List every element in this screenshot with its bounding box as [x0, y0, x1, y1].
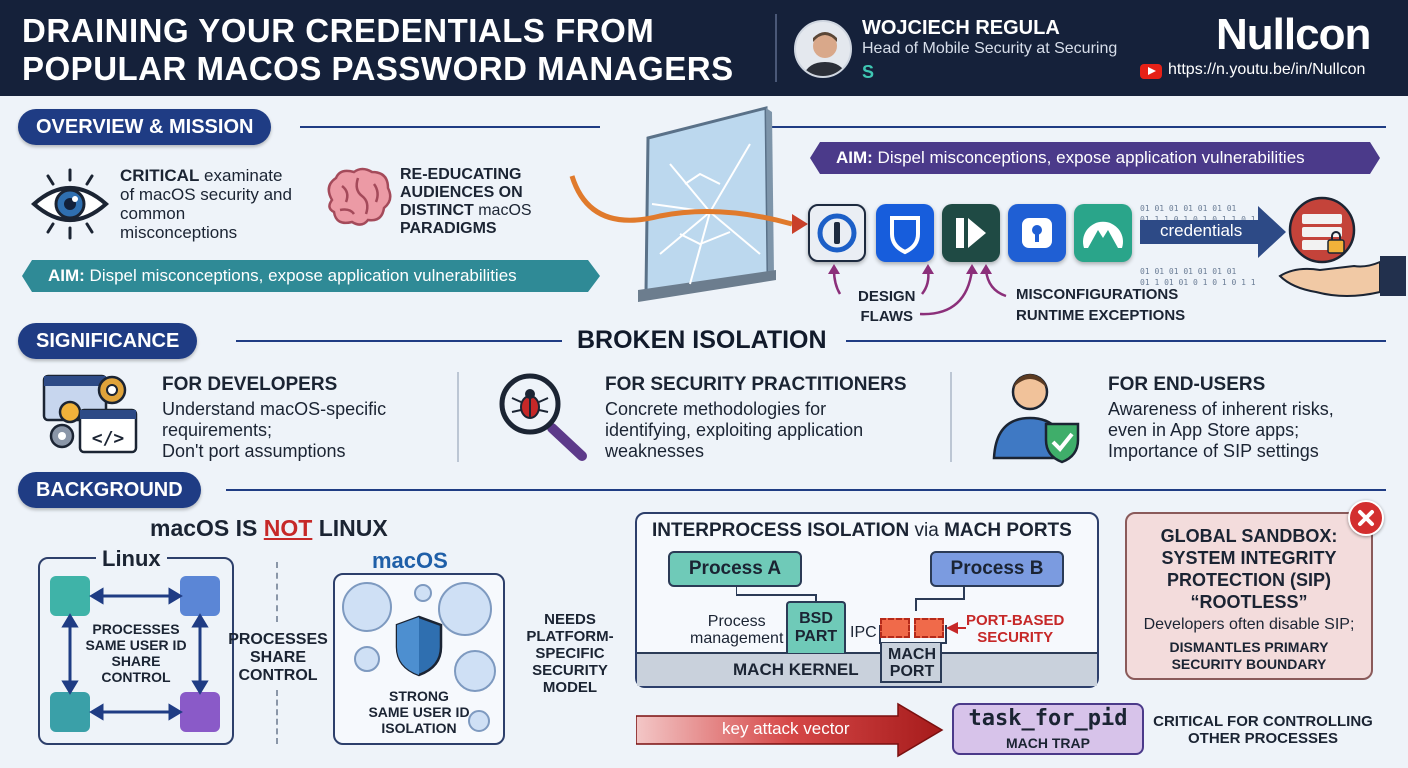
port-based-security-label: PORT-BASED SECURITY [966, 612, 1065, 646]
credentials-arrow-shape [1140, 206, 1286, 258]
critical-examination-text: CRITICAL examinate of macOS security and… [120, 166, 292, 242]
port-block-right [914, 618, 944, 638]
design-flaws-label: DESIGN FLAWS [858, 288, 916, 325]
linux-process-square [50, 692, 90, 732]
port-block-left [880, 618, 910, 638]
securing-logo-icon: S [862, 62, 875, 82]
linux-share-arrows [61, 587, 209, 721]
credentials-label: credentials [1160, 221, 1243, 240]
process-b-box: Process B [930, 551, 1064, 587]
critical-control-text: CRITICAL FOR CONTROLLING OTHER PROCESSES [1153, 713, 1373, 747]
section-heading-background: BACKGROUND [18, 472, 201, 508]
significance-col-practitioners: FOR SECURITY PRACTITIONERS Concrete meth… [605, 374, 945, 462]
speaker-name: WOJCIECH REGULA [862, 17, 1060, 39]
linux-process-square [50, 576, 90, 616]
section-rule [300, 126, 600, 128]
dashed-divider [276, 690, 278, 744]
mach-kernel-label: MACH KERNEL [733, 660, 859, 679]
bitwarden-app-icon [876, 204, 934, 262]
section-rule [236, 340, 562, 342]
section-rule [226, 489, 1386, 491]
section-rule [770, 126, 1386, 128]
sip-title: GLOBAL SANDBOX: SYSTEM INTEGRITY PROTECT… [1160, 526, 1338, 612]
column-divider [950, 372, 952, 462]
macos-label: macOS [372, 548, 448, 573]
misconfigurations-label: MISCONFIGURATIONS [1016, 286, 1179, 303]
nullcon-logo: Nullcon [1216, 10, 1371, 59]
keeper-app-icon [1008, 204, 1066, 262]
significance-col-endusers: FOR END-USERS Awareness of inherent risk… [1108, 374, 1398, 462]
onepassword-app-icon [808, 204, 866, 262]
magnifier-bug-icon [499, 373, 587, 461]
practitioners-title: FOR SECURITY PRACTITIONERS [605, 374, 907, 395]
developer-code-icon: </> [42, 374, 138, 454]
ipc-title: INTERPROCESS ISOLATION via MACH PORTS [652, 520, 1072, 541]
youtube-icon [1140, 64, 1162, 79]
developers-title: FOR DEVELOPERS [162, 374, 338, 395]
mach-port-label: MACH PORT [888, 646, 936, 680]
macos-not-linux-title: macOS IS NOT LINUX [150, 515, 388, 541]
avatar [794, 20, 852, 78]
linux-process-square [180, 576, 220, 616]
endusers-title: FOR END-USERS [1108, 374, 1266, 395]
linux-center-text: PROCESSES SAME USER ID SHARE CONTROL [85, 621, 187, 685]
nordpass-app-icon [1074, 204, 1132, 262]
section-heading-overview: OVERVIEW & MISSION [18, 109, 272, 145]
speaker-portrait-icon [803, 32, 847, 76]
broken-glass-pane-icon [569, 106, 808, 302]
speaker-role: Head of Mobile Security at Securing [862, 40, 1118, 57]
section-heading-significance: SIGNIFICANCE [18, 323, 198, 359]
eye-icon [30, 168, 110, 240]
broken-isolation-title: BROKEN ISOLATION [577, 326, 827, 354]
mach-trap-label: MACH TRAP [1006, 735, 1090, 751]
linux-process-square [180, 692, 220, 732]
runtime-exceptions-label: RUNTIME EXCEPTIONS [1016, 307, 1186, 324]
process-management-label: Process management [690, 613, 784, 647]
ipc-label: IPC [850, 624, 877, 641]
task-for-pid-box [952, 703, 1144, 755]
title-line-1: DRAINING YOUR CREDENTIALS FROM [22, 12, 655, 49]
isolation-bubbles [342, 582, 496, 732]
processes-share-control: PROCESSES SHARE CONTROL [228, 631, 328, 684]
sip-note: Developers often disable SIP; [1143, 616, 1355, 633]
brain-icon [327, 167, 392, 226]
svg-text:</>: </> [92, 428, 125, 449]
title-line-2: POPULAR MACOS PASSWORD MANAGERS [22, 50, 734, 87]
needs-security-model: NEEDS PLATFORM- SPECIFIC SECURITY MODEL [526, 611, 614, 696]
aim-banner-left: AIM: Dispel misconceptions, expose appli… [48, 266, 517, 285]
mach-kernel-bar [637, 652, 1097, 686]
attack-vector-label: key attack vector [722, 719, 850, 738]
dashlane-app-icon [942, 204, 1000, 262]
server-in-hand-icon [1278, 196, 1406, 297]
macos-isolation-text: STRONG SAME USER ID ISOLATION [368, 688, 470, 736]
flaw-arrows [828, 264, 1007, 316]
process-a-box: Process A [668, 551, 802, 587]
bsd-part-box [786, 601, 846, 653]
reeducating-text: RE-EDUCATING AUDIENCES ON DISTINCT macOS… [400, 166, 532, 237]
aim-banner-right: AIM: Dispel misconceptions, expose appli… [836, 148, 1305, 167]
sip-consequence: DISMANTLES PRIMARY SECURITY BOUNDARY [1169, 639, 1329, 672]
aim-banner-right-shape [810, 142, 1380, 174]
attack-vector-arrow-shape [636, 702, 944, 758]
mach-port-box [880, 643, 942, 683]
port-arrow-icon [946, 622, 966, 634]
bsd-part-label: BSD PART [794, 610, 838, 645]
significance-col-developers: FOR DEVELOPERS Understand macOS-specific… [162, 374, 452, 462]
close-x-icon [1348, 500, 1384, 536]
aim-banner-left-shape [22, 260, 600, 292]
linux-label: Linux [96, 546, 167, 572]
dashed-divider [276, 562, 278, 622]
channel-url[interactable]: https://n.youtu.be/in/Nullcon [1168, 61, 1366, 78]
header-divider [775, 14, 777, 82]
task-for-pid-label: task_for_pid [968, 706, 1128, 731]
sip-box [1125, 512, 1373, 680]
column-divider [457, 372, 459, 462]
user-shield-icon [992, 373, 1080, 464]
page-title: DRAINING YOUR CREDENTIALS FROM POPULAR M… [22, 12, 782, 88]
header-bar [0, 0, 1408, 96]
section-rule [846, 340, 1386, 342]
